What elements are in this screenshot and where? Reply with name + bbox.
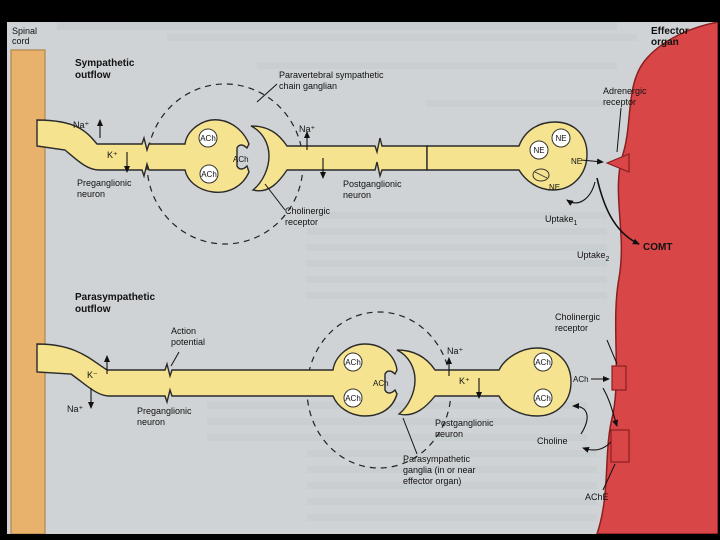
ach-released-label: ACh: [573, 375, 589, 384]
ach-vesicle-1b: [199, 164, 219, 184]
na-ion-label-3: Na⁺: [67, 404, 84, 414]
comt-label: COMT: [643, 242, 672, 253]
choline-reuptake-arrow: [572, 403, 588, 435]
adrenergic-receptor-pointer: [616, 107, 622, 153]
postganglionic-neuron-1: [250, 125, 428, 192]
choline-label: Choline: [537, 436, 568, 446]
na-ion-label-2: Na⁺: [299, 124, 316, 134]
ach-label-1a: ACh: [200, 134, 216, 143]
ach-vesicle-1a: [198, 128, 218, 148]
ach-label-1b: ACh: [201, 170, 217, 179]
k-ion-label-1: K⁺: [107, 150, 118, 160]
ne-vesicle-2: [551, 128, 571, 148]
ache-enzyme-site: [610, 429, 630, 463]
preganglionic-neuron-2: [36, 343, 398, 417]
ach-vesicle-2b: [343, 388, 363, 408]
ache-to-choline-arrow: [582, 441, 612, 453]
na-ion-label-1: Na⁺: [73, 120, 90, 130]
paravertebral-pointer: [256, 83, 278, 103]
sympathetic-nerve-terminal: [426, 121, 588, 191]
k-ion-label-4: K⁺: [459, 376, 470, 386]
cholinergic-receptor-2-pointer: [606, 339, 618, 365]
cholinergic-receptor-1-pointer: [264, 183, 286, 211]
mitochondrion-crista: [534, 171, 548, 179]
ne-released-label: NE: [571, 157, 582, 166]
parasympathetic-ganglia-pointer: [402, 417, 418, 455]
k-ion-label-3: K⁻: [87, 370, 98, 380]
ach-vesicle-3b: [533, 388, 553, 408]
background-bleed-text: [57, 22, 637, 521]
ne-label-1: NE: [533, 146, 544, 155]
cholinergic-receptor-site: [611, 365, 627, 391]
ache-pointer: [602, 463, 616, 491]
uptake1-label: Uptake1: [545, 214, 578, 227]
ne-release-arrow: [580, 158, 604, 165]
ach-label-2b: ACh: [345, 394, 361, 403]
adrenergic-receptor-site: [605, 153, 630, 173]
uptake1-arrow: [566, 181, 596, 206]
ache-label: AChE: [585, 492, 609, 502]
ne-vesicle-1: [529, 140, 549, 160]
ach-cleft-label-1: ACh: [233, 155, 249, 164]
ach-vesicle-2a: [343, 352, 363, 372]
effector-organ: [596, 22, 718, 534]
ache-breakdown-arrow: [602, 387, 618, 427]
postganglionic-neuron-2: [396, 347, 572, 417]
ne-label-2: NE: [555, 134, 566, 143]
ach-label-2a: ACh: [345, 358, 361, 367]
uptake2-label: Uptake2: [577, 250, 610, 263]
ach-vesicle-3a: [533, 352, 553, 372]
mitochondrion: [532, 168, 550, 182]
ach-label-3a: ACh: [535, 358, 551, 367]
ne-label-3: NE: [549, 183, 560, 192]
na-ion-label-4: Na⁺: [447, 346, 464, 356]
action-potential-pointer: [170, 351, 180, 367]
ach-label-3b: ACh: [535, 394, 551, 403]
comt-arrow: [596, 177, 640, 245]
ach-cleft-label-2: ACh: [373, 379, 389, 388]
preganglionic-neuron-1: [36, 119, 250, 193]
